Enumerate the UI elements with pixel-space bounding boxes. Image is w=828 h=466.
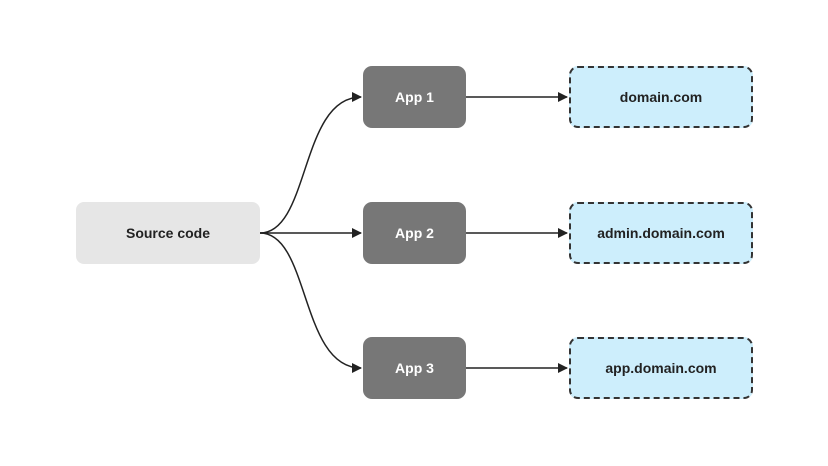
domain-node-3[interactable]: app.domain.com xyxy=(569,337,753,399)
app-1-node[interactable]: App 1 xyxy=(363,66,466,128)
domain-2-label: admin.domain.com xyxy=(597,225,725,241)
app-2-node[interactable]: App 2 xyxy=(363,202,466,264)
edge-source-to-app-3 xyxy=(259,232,362,373)
domain-3-label: app.domain.com xyxy=(605,360,717,376)
domain-node-2[interactable]: admin.domain.com xyxy=(569,202,753,264)
app-3-label: App 3 xyxy=(395,360,434,376)
source-code-node[interactable]: Source code xyxy=(76,202,260,264)
app-1-label: App 1 xyxy=(395,89,434,105)
app-2-label: App 2 xyxy=(395,225,434,241)
source-code-label: Source code xyxy=(125,225,211,241)
app-3-node[interactable]: App 3 xyxy=(363,337,466,399)
domain-1-label: domain.com xyxy=(619,89,703,105)
edge-source-to-app-1 xyxy=(259,92,362,234)
domain-node-1[interactable]: domain.com xyxy=(569,66,753,128)
